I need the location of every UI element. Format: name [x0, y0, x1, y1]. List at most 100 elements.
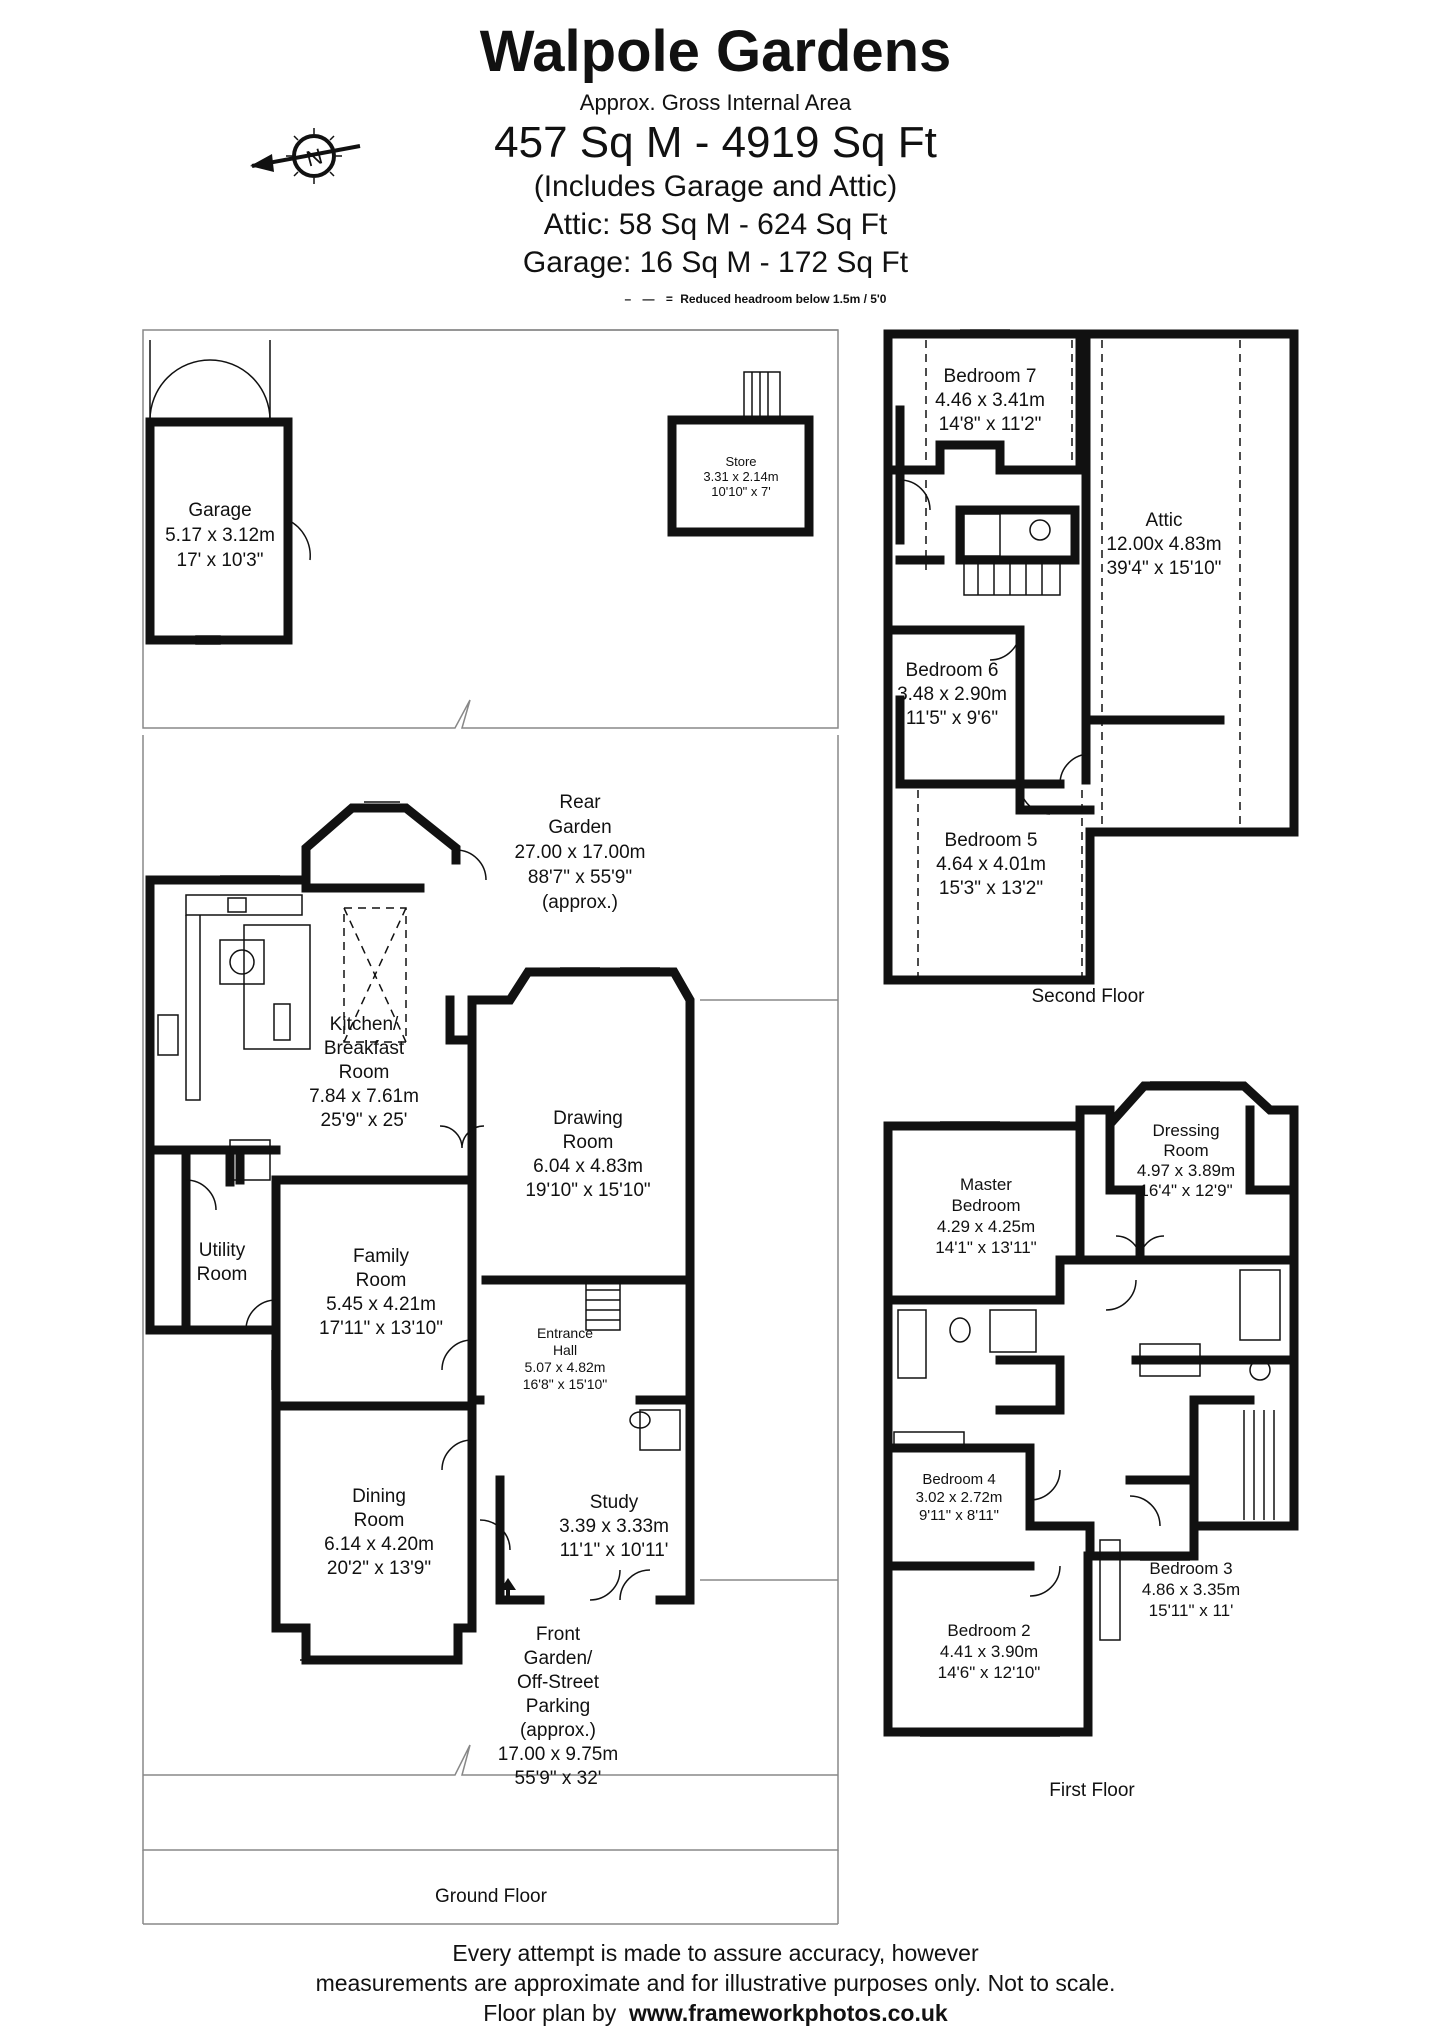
entrance-hall-label-line: Entrance	[537, 1325, 593, 1341]
store-label-line: 10'10" x 7'	[711, 484, 770, 499]
master-bedroom-label-line: 4.29 x 4.25m	[937, 1217, 1035, 1236]
bedroom-6-label: Bedroom 6 3.48 x 2.90m 11'5" x 9'6"	[897, 660, 1007, 729]
headroom-text: Reduced headroom below 1.5m / 5'0	[680, 292, 887, 306]
first-floor-label: First Floor	[1049, 1780, 1135, 1801]
bedroom-7-label-line: 4.46 x 3.41m	[935, 390, 1045, 411]
compass-icon: N	[250, 128, 361, 184]
attic-label-line: 12.00x 4.83m	[1106, 534, 1221, 555]
front-garden-label-line: 17.00 x 9.75m	[498, 1744, 618, 1765]
drawing-room-label-line: Drawing	[553, 1108, 623, 1129]
dash-legend-icon: – — =	[624, 292, 677, 306]
master-bedroom-label-line: Bedroom	[952, 1196, 1021, 1215]
dining-room-label-line: Room	[354, 1510, 405, 1531]
bedroom-4-label-line: Bedroom 4	[922, 1471, 995, 1488]
second-floor-plan	[883, 329, 1299, 985]
drawing-room-label-line: 6.04 x 4.83m	[533, 1156, 643, 1177]
dining-room-label-line: 20'2" x 13'9"	[327, 1558, 431, 1579]
bedroom-4-label-line: 3.02 x 2.72m	[916, 1489, 1003, 1506]
entrance-hall-label-line: 5.07 x 4.82m	[525, 1359, 606, 1375]
master-bedroom-label-line: Master	[960, 1175, 1012, 1194]
entrance-hall-label-line: 16'8" x 15'10"	[523, 1376, 608, 1392]
approx-label: Approx. Gross Internal Area	[579, 90, 852, 115]
dining-room-label-line: 6.14 x 4.20m	[324, 1534, 434, 1555]
study-label-line: 11'1" x 10'11'	[560, 1540, 669, 1561]
kitchen-label-line: Room	[339, 1062, 390, 1083]
ground-floor-plan	[142, 329, 839, 1925]
bedroom-4-label-line: 9'11" x 8'11"	[919, 1507, 999, 1524]
bedroom-5-label: Bedroom 5 4.64 x 4.01m 15'3" x 13'2"	[936, 830, 1046, 899]
kitchen-label-line: 25'9" x 25'	[321, 1110, 408, 1131]
bedroom-6-label-line: 11'5" x 9'6"	[906, 708, 998, 729]
footer: Every attempt is made to assure accuracy…	[0, 1938, 1431, 2028]
bedroom-5-label-line: 15'3" x 13'2"	[939, 878, 1043, 899]
study-label-line: 3.39 x 3.33m	[559, 1516, 669, 1537]
garage-label: Garage 5.17 x 3.12m 17' x 10'3"	[165, 500, 275, 571]
front-garden-label-line: Parking	[526, 1696, 590, 1717]
store-label-line: Store	[725, 454, 756, 469]
study-label-line: Study	[590, 1492, 639, 1513]
bedroom-3-label-line: 4.86 x 3.35m	[1142, 1580, 1240, 1599]
utility-room-label-line: Utility	[199, 1240, 246, 1261]
bedroom-7-label-line: 14'8" x 11'2"	[939, 414, 1042, 435]
front-garden-label-line: (approx.)	[520, 1720, 596, 1741]
attic-area: Attic: 58 Sq M - 624 Sq Ft	[543, 208, 888, 241]
store-label-line: 3.31 x 2.14m	[703, 469, 778, 484]
bedroom-3-label-line: 15'11" x 11'	[1149, 1601, 1234, 1620]
study-label: Study 3.39 x 3.33m 11'1" x 10'11'	[559, 1492, 669, 1561]
plan-title: Walpole Gardens	[479, 19, 952, 84]
kitchen-label-line: Kitchen/	[330, 1014, 399, 1035]
headroom-legend: – — = Reduced headroom below 1.5m / 5'0	[40, 292, 1431, 306]
bedroom-2-label-line: 14'6" x 12'10"	[938, 1663, 1041, 1682]
garage-label-line: 5.17 x 3.12m	[165, 525, 275, 546]
front-garden-label-line: Garden/	[524, 1648, 593, 1669]
drawing-room-label-line: 19'10" x 15'10"	[525, 1180, 650, 1201]
bedroom-6-label-line: Bedroom 6	[906, 660, 999, 681]
bedroom-5-label-line: Bedroom 5	[945, 830, 1038, 851]
footer-url-link[interactable]: www.frameworkphotos.co.uk	[629, 2000, 948, 2026]
family-room-label-line: 17'11" x 13'10"	[319, 1318, 443, 1339]
garage-label-line: 17' x 10'3"	[177, 550, 264, 571]
garage-area: Garage: 16 Sq M - 172 Sq Ft	[522, 246, 909, 279]
kitchen-label-line: 7.84 x 7.61m	[309, 1086, 419, 1107]
ground-floor-label: Ground Floor	[435, 1886, 548, 1907]
footer-credit: Floor plan by	[483, 2000, 617, 2026]
dressing-room-label-line: 16'4" x 12'9"	[1139, 1181, 1232, 1200]
attic-label-line: 39'4" x 15'10"	[1107, 558, 1222, 579]
compass-label: N	[303, 143, 325, 171]
drawing-room-label-line: Room	[563, 1132, 614, 1153]
rear-garden-label-line: Rear	[559, 792, 601, 813]
family-room-label-line: 5.45 x 4.21m	[326, 1294, 436, 1315]
bedroom-5-label-line: 4.64 x 4.01m	[936, 854, 1046, 875]
entrance-hall-label-line: Hall	[553, 1342, 577, 1358]
bedroom-3-label: Bedroom 3 4.86 x 3.35m 15'11" x 11'	[1142, 1559, 1240, 1620]
bedroom-7-label-line: Bedroom 7	[944, 366, 1037, 387]
attic-label: Attic 12.00x 4.83m 39'4" x 15'10"	[1106, 510, 1221, 579]
bedroom-3-label-line: Bedroom 3	[1149, 1559, 1232, 1578]
dressing-room-label-line: Room	[1163, 1141, 1208, 1160]
footer-line-2: measurements are approximate and for ill…	[315, 1970, 1116, 1996]
bedroom-6-label-line: 3.48 x 2.90m	[897, 684, 1007, 705]
garage-label-line: Garage	[188, 500, 251, 521]
rear-garden-label-line: 88'7" x 55'9"	[528, 867, 632, 888]
dining-room-label-line: Dining	[352, 1486, 406, 1507]
footer-line-3: Floor plan by www.frameworkphotos.co.uk	[0, 1998, 1431, 2028]
utility-room-label-line: Room	[197, 1264, 248, 1285]
dressing-room-label-line: 4.97 x 3.89m	[1137, 1161, 1235, 1180]
dressing-room-label-line: Dressing	[1152, 1121, 1219, 1140]
front-garden-label-line: 55'9" x 32'	[515, 1768, 602, 1789]
footer-line-1: Every attempt is made to assure accuracy…	[452, 1940, 979, 1966]
attic-label-line: Attic	[1146, 510, 1183, 531]
